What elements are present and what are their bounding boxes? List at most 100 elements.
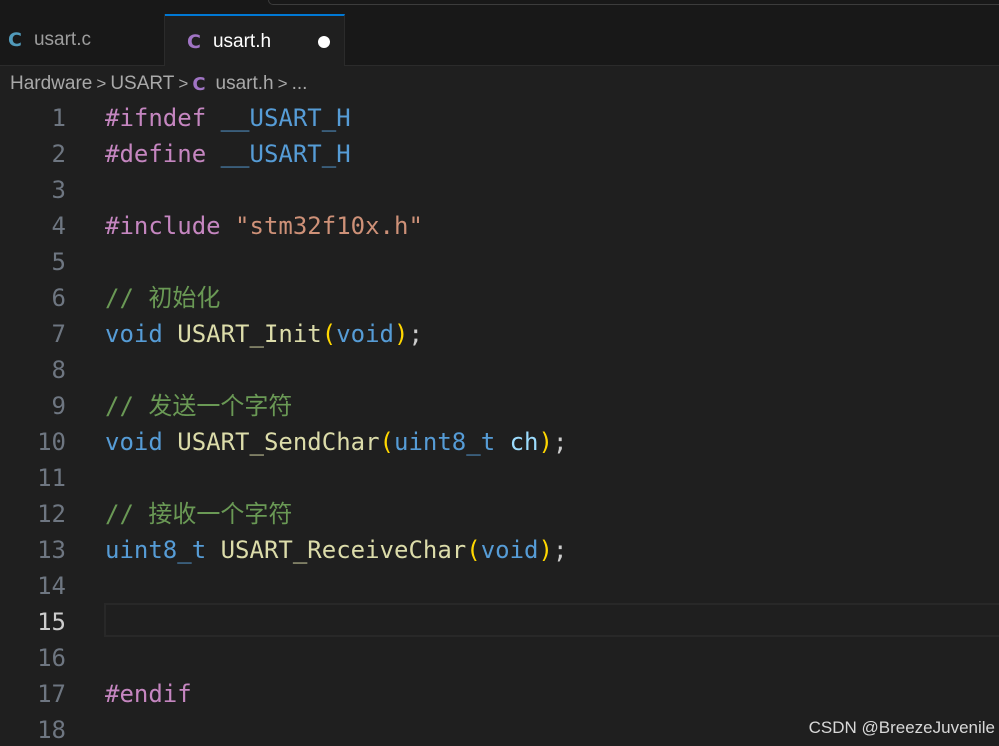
code-token <box>206 140 220 168</box>
line-number: 3 <box>51 176 66 204</box>
code-line[interactable]: 5 <box>0 244 999 280</box>
code-text: #endif <box>105 676 192 712</box>
code-line[interactable]: 4 #include "stm32f10x.h" <box>0 208 999 244</box>
code-token: uint8_t <box>105 536 207 564</box>
code-token: void <box>105 320 163 348</box>
code-line[interactable]: 17 #endif <box>0 676 999 712</box>
code-text: #include "stm32f10x.h" <box>105 208 423 244</box>
line-number: 13 <box>37 536 66 564</box>
line-number: 18 <box>37 716 66 744</box>
code-text: void USART_Init(void); <box>105 316 423 352</box>
breadcrumb-item-symbols[interactable]: ... <box>291 73 308 94</box>
line-number: 6 <box>51 284 66 312</box>
code-line[interactable]: 1 #ifndef __USART_H <box>0 100 999 136</box>
chevron-right-icon: > <box>178 74 189 93</box>
code-token: __USART_H <box>220 104 351 132</box>
code-token: ) <box>538 428 553 456</box>
code-token <box>221 212 235 240</box>
title-bar-strip <box>0 0 999 14</box>
line-number: 2 <box>51 140 66 168</box>
code-token: // 发送一个字符 <box>105 392 293 420</box>
line-number: 9 <box>51 392 66 420</box>
code-token: __USART_H <box>220 140 351 168</box>
code-token: ; <box>408 320 423 348</box>
code-token: ( <box>321 320 337 348</box>
tab-label: usart.h <box>212 30 272 52</box>
code-line[interactable]: 8 <box>0 352 999 388</box>
code-token: #include <box>105 212 221 240</box>
code-token <box>163 428 177 456</box>
chevron-right-icon: > <box>277 74 288 93</box>
unsaved-dot-icon[interactable] <box>318 36 330 48</box>
line-number: 17 <box>37 680 66 708</box>
code-token: void <box>105 428 163 456</box>
line-number: 11 <box>37 464 66 492</box>
tab-usart-c[interactable]: C usart.c <box>0 14 165 66</box>
code-token: ) <box>538 536 553 564</box>
chevron-right-icon: > <box>96 74 107 93</box>
line-number: 5 <box>51 248 66 276</box>
code-token: ) <box>394 320 409 348</box>
code-token: USART_ReceiveChar <box>220 536 467 564</box>
line-number: 16 <box>37 644 66 672</box>
code-token: #define <box>105 140 207 168</box>
line-number: 12 <box>37 500 66 528</box>
code-token: ; <box>552 428 568 456</box>
code-token: ch <box>509 428 539 456</box>
code-token: // 接收一个字符 <box>105 500 293 528</box>
breadcrumb-item-hardware[interactable]: Hardware <box>10 73 93 94</box>
code-line[interactable]: 15 <box>0 604 999 640</box>
code-text: #define __USART_H <box>105 136 351 172</box>
code-token: ; <box>552 536 568 564</box>
code-line[interactable]: 9 // 发送一个字符 <box>0 388 999 424</box>
code-token <box>495 428 509 456</box>
line-number: 10 <box>37 428 66 456</box>
code-line[interactable]: 10 void USART_SendChar(uint8_t ch); <box>0 424 999 460</box>
code-text: // 初始化 <box>105 280 220 316</box>
code-token: ( <box>466 536 481 564</box>
line-number: 15 <box>37 608 66 636</box>
command-center-edge <box>268 0 999 5</box>
code-token: // 初始化 <box>105 284 221 312</box>
code-token: USART_SendChar <box>177 428 380 456</box>
code-line[interactable]: 3 <box>0 172 999 208</box>
code-token: #ifndef <box>105 104 207 132</box>
code-token: #endif <box>105 680 192 708</box>
code-text: // 接收一个字符 <box>105 496 292 532</box>
c-language-icon: C <box>187 30 201 53</box>
code-text: #ifndef __USART_H <box>105 100 351 136</box>
code-editor[interactable]: 1 #ifndef __USART_H 2 #define __USART_H 3 4 #i… <box>0 100 999 746</box>
code-text: // 发送一个字符 <box>105 388 292 424</box>
code-line[interactable]: 16 <box>0 640 999 676</box>
code-token: "stm32f10x.h" <box>235 212 423 240</box>
breadcrumb-item-usart[interactable]: USART <box>110 73 175 94</box>
tab-label: usart.c <box>33 29 91 50</box>
code-line[interactable]: 13 uint8_t USART_ReceiveChar(void); <box>0 532 999 568</box>
line-number: 4 <box>51 212 66 240</box>
line-number: 7 <box>51 320 66 348</box>
code-token: uint8_t <box>394 428 496 456</box>
code-line[interactable]: 6 // 初始化 <box>0 280 999 316</box>
c-language-icon: C <box>192 73 206 95</box>
breadcrumb-item-file[interactable]: usart.h <box>215 73 274 94</box>
line-number: 14 <box>37 572 66 600</box>
code-line[interactable]: 14 <box>0 568 999 604</box>
code-token: ( <box>379 428 394 456</box>
watermark: CSDN @BreezeJuvenile <box>808 718 995 737</box>
code-text: void USART_SendChar(uint8_t ch); <box>105 424 567 460</box>
code-line[interactable]: 11 <box>0 460 999 496</box>
current-line-highlight <box>104 603 999 637</box>
line-number: 1 <box>51 104 66 132</box>
code-token: USART_Init <box>177 320 322 348</box>
code-token: void <box>480 536 539 564</box>
code-token: void <box>336 320 394 348</box>
breadcrumb: Hardware > USART > C usart.h > ... <box>0 66 999 102</box>
tab-usart-h[interactable]: C usart.h <box>165 14 345 67</box>
code-line[interactable]: 2 #define __USART_H <box>0 136 999 172</box>
code-line[interactable]: 12 // 接收一个字符 <box>0 496 999 532</box>
editor-tab-bar: C usart.c C usart.h <box>0 14 999 67</box>
code-line[interactable]: 18 <box>0 712 999 746</box>
code-token <box>163 320 177 348</box>
c-language-icon: C <box>8 29 22 51</box>
